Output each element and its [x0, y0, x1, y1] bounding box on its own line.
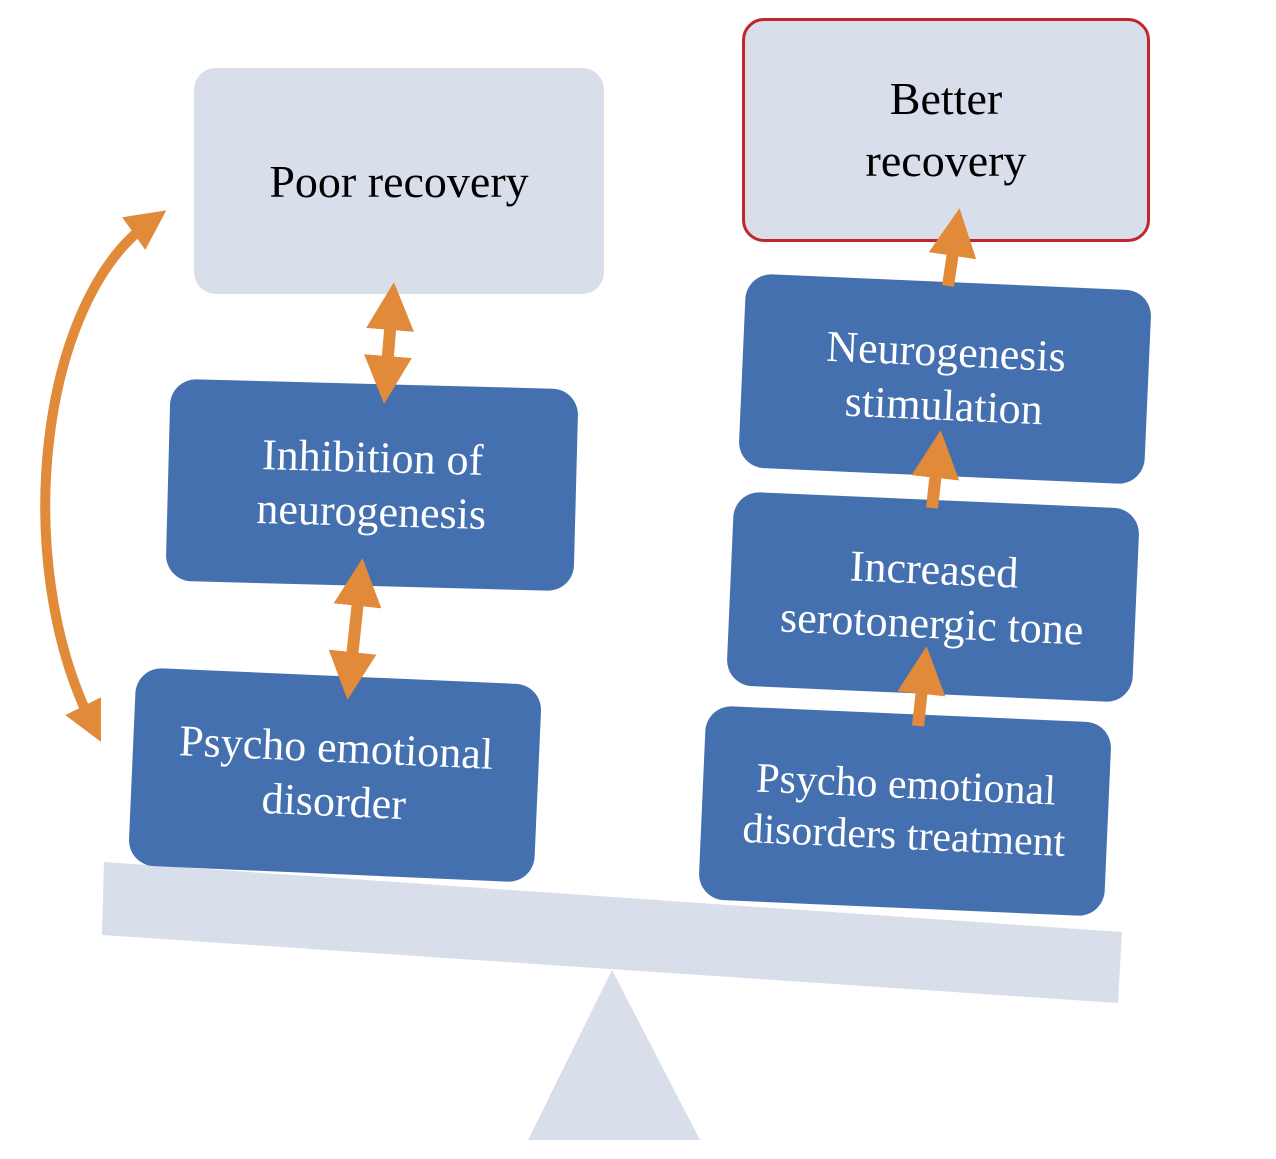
double-arrow-icon	[328, 558, 382, 700]
better-recovery-label: Better recovery	[865, 72, 1027, 186]
poor-recovery-box: Poor recovery	[194, 68, 604, 294]
up-arrow-icon	[911, 430, 960, 509]
scale-fulcrum	[528, 970, 700, 1140]
better-recovery-box: Better recovery	[742, 18, 1150, 242]
up-arrow-icon	[928, 208, 977, 287]
up-arrow-icon	[897, 646, 946, 727]
poor-recovery-label: Poor recovery	[269, 155, 529, 207]
scale-beam	[102, 862, 1122, 1003]
curved-double-arrow-icon	[40, 210, 167, 742]
double-arrow-icon	[364, 282, 414, 404]
